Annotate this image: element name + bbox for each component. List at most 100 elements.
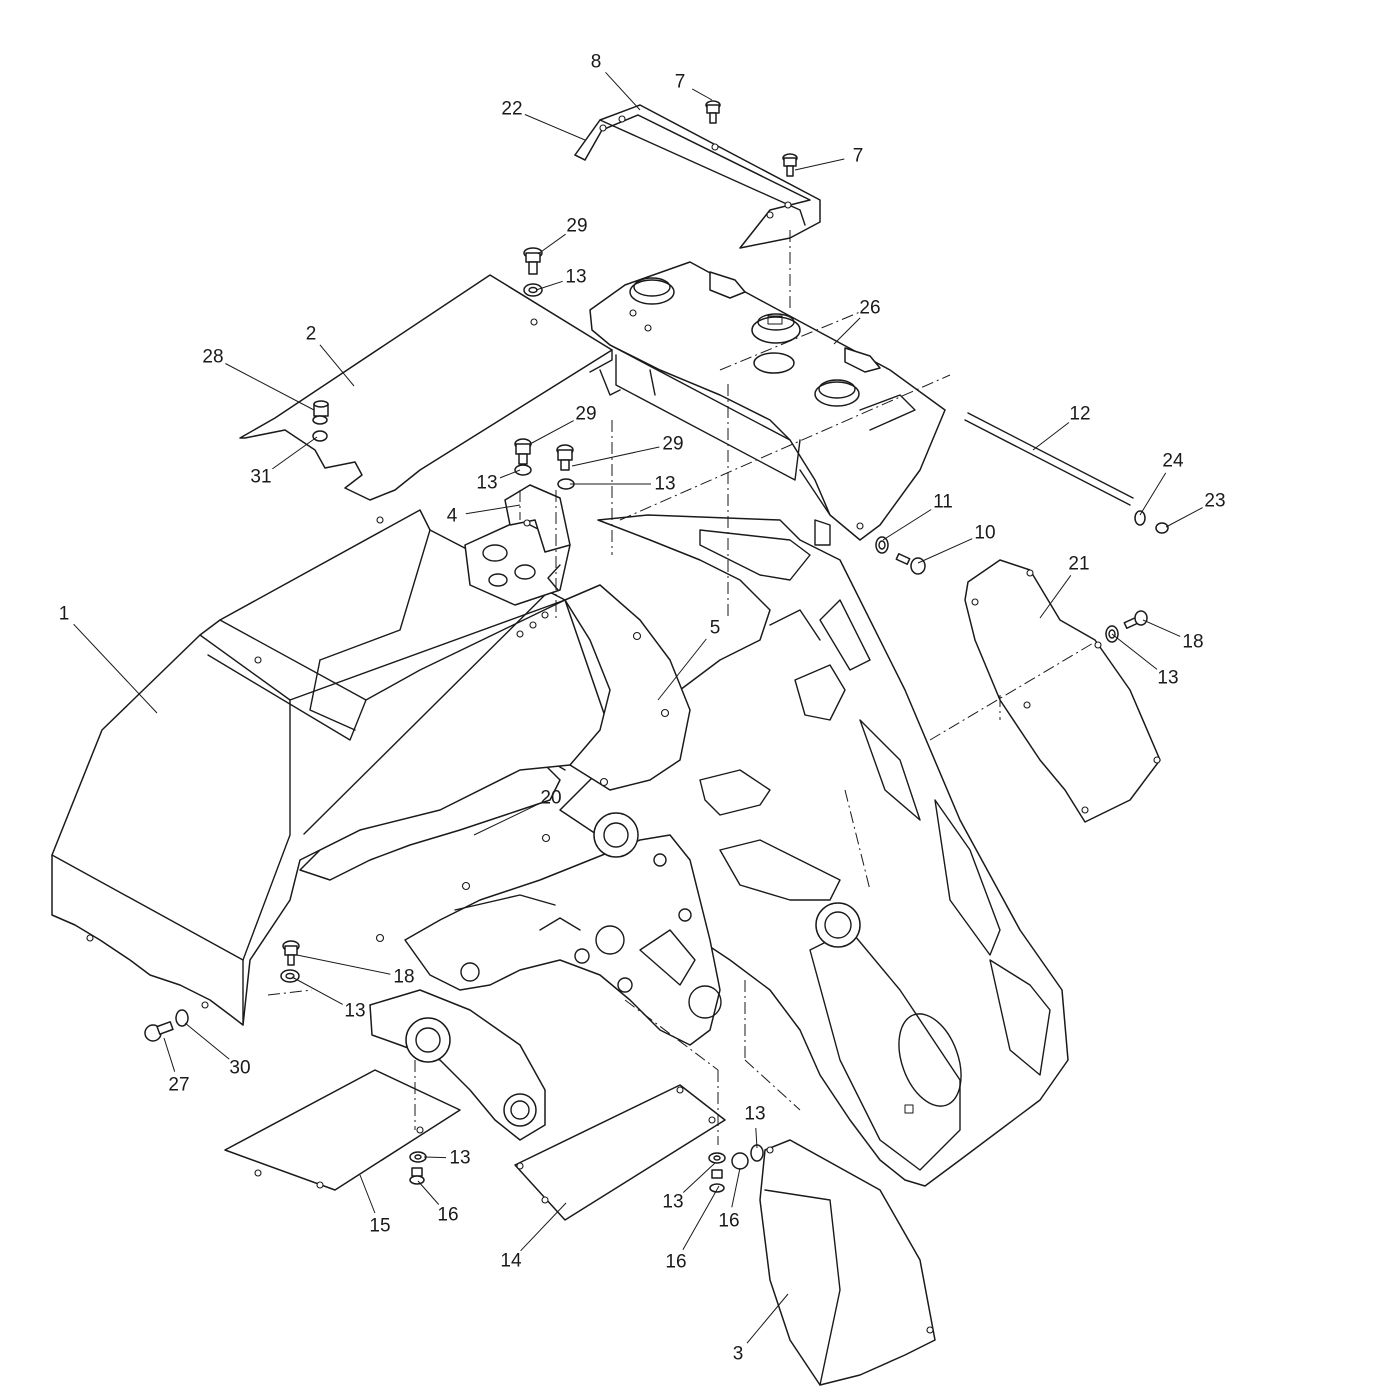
callout-label-c4: 4 — [447, 506, 458, 527]
leader-line-c13e — [291, 976, 343, 1005]
hood-cover-1 — [51, 509, 621, 1026]
washer-13-top-icon — [523, 283, 543, 297]
callout-label-c1: 1 — [59, 604, 70, 625]
leader-line-c29b — [529, 420, 574, 445]
callout-label-c13b: 13 — [476, 473, 497, 494]
bolt-10-icon — [875, 536, 926, 575]
bolt-7-a-icon — [705, 100, 721, 124]
leader-line-c13h — [755, 1127, 758, 1149]
leader-line-c23 — [1165, 507, 1203, 528]
callout-label-c18b: 18 — [393, 967, 414, 988]
leader-line-c15 — [359, 1174, 376, 1214]
leader-line-c11 — [882, 509, 932, 541]
leader-line-c27 — [163, 1037, 176, 1072]
bolt-18-left-icon — [280, 940, 300, 983]
bolt-27-icon — [144, 1009, 189, 1042]
leader-line-c7a — [691, 88, 713, 101]
bolt-16-right-icon — [708, 1144, 764, 1193]
callout-label-c21: 21 — [1068, 554, 1089, 575]
leader-line-c22 — [524, 114, 586, 141]
leader-line-c8 — [605, 71, 641, 111]
callout-label-c22: 22 — [501, 99, 522, 120]
rod-12 — [964, 412, 1169, 534]
tank-housing — [589, 261, 946, 546]
callout-label-c29c: 29 — [662, 434, 683, 455]
callout-leaders — [73, 71, 1203, 1344]
callout-label-c14: 14 — [500, 1251, 522, 1272]
leader-line-c26 — [833, 317, 861, 345]
callout-label-c13e: 13 — [344, 1001, 365, 1022]
callout-label-c3: 3 — [733, 1344, 744, 1365]
leader-line-c31 — [272, 436, 318, 470]
callout-label-c26: 26 — [859, 298, 880, 319]
callout-label-c29a: 29 — [566, 216, 587, 237]
callout-label-c8: 8 — [591, 52, 602, 73]
callout-label-c20: 20 — [540, 788, 561, 809]
bolt-7-b-icon — [782, 153, 798, 177]
leader-line-c16b — [682, 1185, 720, 1251]
leader-line-c20 — [473, 803, 539, 836]
callout-label-c13h: 13 — [744, 1104, 765, 1125]
bolt-29-mid-b-icon — [556, 444, 575, 490]
leader-line-c29a — [537, 233, 566, 255]
leader-line-c28 — [225, 363, 315, 411]
callout-label-c18a: 18 — [1182, 632, 1203, 653]
leader-line-c5 — [657, 638, 707, 701]
leader-line-c21 — [1039, 575, 1072, 619]
callout-label-c13a: 13 — [565, 267, 586, 288]
leader-line-c13f — [423, 1156, 447, 1159]
callout-label-c23: 23 — [1204, 491, 1225, 512]
fasteners — [144, 100, 1148, 1193]
callout-label-c16a: 16 — [437, 1205, 458, 1226]
leader-line-c16c — [731, 1167, 741, 1208]
callout-label-c31: 31 — [250, 467, 271, 488]
callout-label-c28: 28 — [202, 347, 223, 368]
bolt-29-top-icon — [523, 247, 543, 275]
callout-label-c7b: 7 — [853, 146, 864, 167]
callout-label-c13c: 13 — [654, 474, 675, 495]
leader-line-c29c — [571, 446, 660, 467]
callout-label-c2: 2 — [306, 324, 317, 345]
callout-label-c30: 30 — [229, 1058, 250, 1079]
bolt-28-icon — [312, 400, 329, 442]
callout-label-c29b: 29 — [575, 404, 596, 425]
cover-21 — [964, 559, 1161, 823]
callout-label-c16b: 16 — [665, 1252, 686, 1273]
leader-line-c2 — [319, 344, 355, 387]
side-plate-5 — [564, 584, 691, 791]
leader-line-c4 — [465, 504, 521, 515]
callout-label-c13f: 13 — [449, 1148, 470, 1169]
bottom-plate-15 — [224, 1069, 461, 1191]
leader-line-c13d — [1111, 633, 1158, 670]
leader-line-c16a — [417, 1180, 440, 1205]
assembly-lines — [267, 230, 1096, 1145]
bottom-plate-14 — [514, 1084, 726, 1221]
callout-label-c15: 15 — [369, 1216, 390, 1237]
callout-label-c10: 10 — [974, 523, 995, 544]
callout-label-c5: 5 — [710, 618, 721, 639]
callout-label-c24: 24 — [1162, 451, 1184, 472]
main-frame — [559, 514, 1069, 1187]
bolt-18-right-icon — [1105, 610, 1148, 643]
valve-block-4 — [464, 484, 571, 606]
leader-line-c1 — [73, 623, 158, 714]
callout-label-c13d: 13 — [1157, 668, 1178, 689]
leader-line-c30 — [184, 1022, 230, 1060]
callout-label-c16c: 16 — [718, 1211, 739, 1232]
cover-3 — [759, 1139, 936, 1386]
callout-label-c13g: 13 — [662, 1192, 683, 1213]
linkage-arm — [369, 812, 722, 1141]
top-cover-2 — [239, 274, 621, 501]
handle-bar-8 — [574, 104, 821, 249]
callout-label-c11: 11 — [933, 492, 953, 513]
leader-line-c18b — [296, 954, 391, 975]
leader-line-c13g — [682, 1162, 716, 1193]
leader-line-c3 — [746, 1293, 789, 1344]
leader-line-c13a — [535, 280, 563, 291]
leader-line-c7b — [794, 158, 845, 171]
leader-line-c13b — [499, 469, 521, 479]
callout-label-c12: 12 — [1069, 404, 1090, 425]
callout-label-c27: 27 — [168, 1075, 189, 1096]
